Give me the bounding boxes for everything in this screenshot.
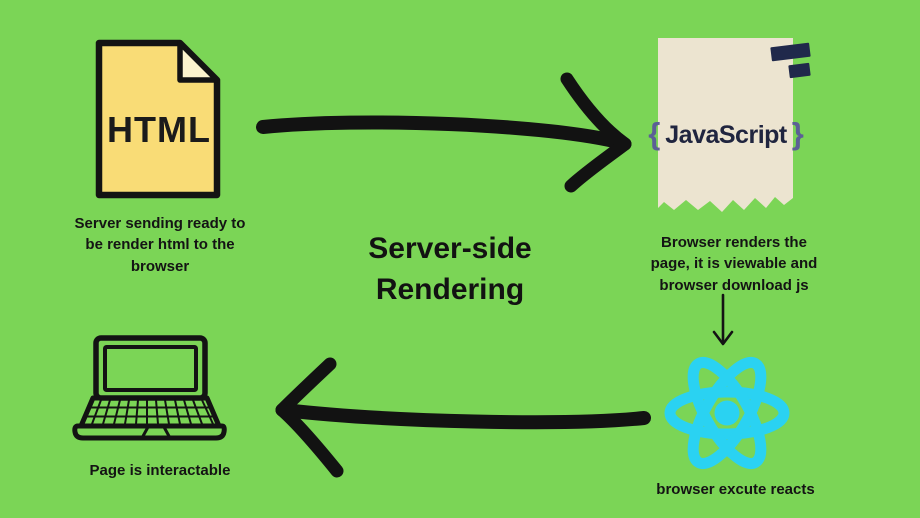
- arrow-left-icon: [275, 357, 651, 478]
- laptop-icon: [72, 335, 227, 441]
- arrow-right-icon: [256, 72, 632, 193]
- open-brace-glyph: {: [648, 115, 661, 151]
- react-logo-core: [714, 400, 740, 426]
- close-brace-glyph: }: [791, 115, 804, 151]
- arrow-down-icon: [712, 293, 734, 346]
- caption-line: Browser renders the: [661, 234, 807, 251]
- caption-line: Server sending ready to: [74, 215, 246, 232]
- caption-line: be render html to the: [85, 236, 235, 254]
- caption-line: page, it is viewable and: [650, 255, 818, 273]
- title-line-1: Server-side: [368, 232, 532, 265]
- js-paper-caption: Browser renders the page, it is viewable…: [634, 232, 834, 296]
- laptop-caption: Page is interactable: [89, 462, 231, 479]
- tape-mark-bottom: [788, 62, 811, 79]
- javascript-paper-icon: [658, 38, 793, 212]
- react-logo-icon: [664, 357, 790, 469]
- title-line-2: Rendering: [375, 272, 525, 306]
- html-doc-caption: Server sending ready to be render html t…: [56, 213, 264, 277]
- javascript-label: { JavaScript }: [648, 116, 804, 154]
- caption-line: browser download js: [659, 276, 809, 294]
- paper-fold-corner: [177, 40, 220, 83]
- html-label: HTML: [107, 109, 211, 150]
- react-caption: browser excute reacts: [656, 481, 815, 498]
- torn-paper: [658, 38, 793, 212]
- diagram-title: Server-side Rendering: [320, 229, 580, 310]
- caption-line: browser: [130, 257, 190, 275]
- html-file-icon: HTML: [95, 39, 221, 199]
- javascript-word: JavaScript: [665, 120, 787, 149]
